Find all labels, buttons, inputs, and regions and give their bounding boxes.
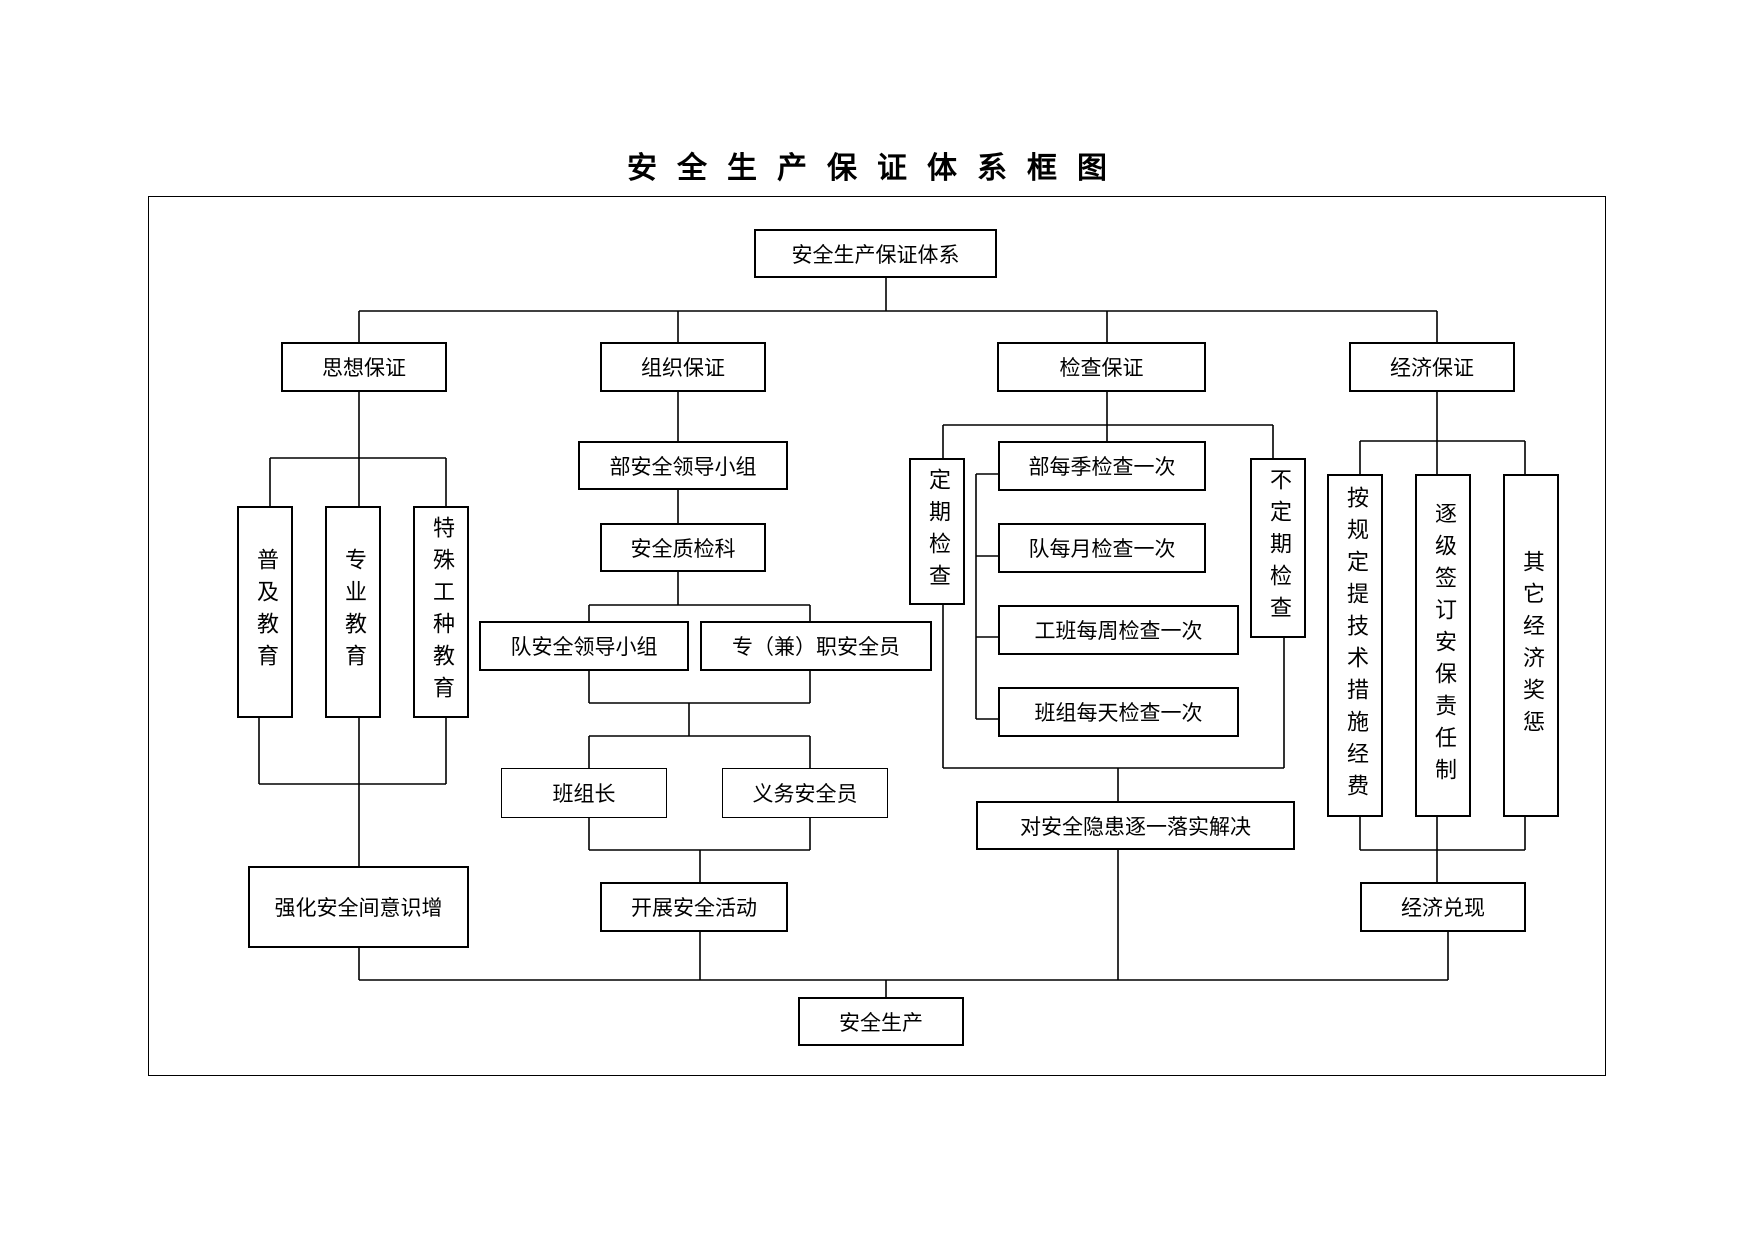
professional-education-box: 专业教育 bbox=[325, 506, 381, 718]
economic-cashing-box: 经济兑现 bbox=[1360, 882, 1526, 932]
periodic-inspection-box: 定期检查 bbox=[909, 458, 965, 605]
page-title: 安全生产保证体系框图 bbox=[627, 151, 1127, 186]
root-box: 安全生产保证体系 bbox=[754, 229, 997, 278]
irregular-inspection-box: 不定期检查 bbox=[1250, 458, 1306, 638]
thought-guarantee-box: 思想保证 bbox=[281, 342, 447, 392]
safety-activity-box: 开展安全活动 bbox=[600, 882, 788, 932]
weekly-inspection-box: 工班每周检查一次 bbox=[998, 605, 1239, 655]
dept-safety-leader-group-box: 部安全领导小组 bbox=[578, 441, 788, 490]
general-education-box: 普及教育 bbox=[237, 506, 293, 718]
safe-production-box: 安全生产 bbox=[798, 997, 964, 1046]
diagram-frame bbox=[148, 196, 1606, 1076]
group-leader-box: 班组长 bbox=[501, 768, 667, 818]
quarterly-inspection-box: 部每季检查一次 bbox=[998, 441, 1206, 491]
economic-guarantee-box: 经济保证 bbox=[1349, 342, 1515, 392]
organization-guarantee-box: 组织保证 bbox=[600, 342, 766, 392]
safety-quality-dept-box: 安全质检科 bbox=[600, 523, 766, 572]
strengthen-awareness-box: 强化安全间意识增 bbox=[248, 866, 469, 948]
volunteer-safety-officer-box: 义务安全员 bbox=[722, 768, 888, 818]
team-safety-leader-group-box: 队安全领导小组 bbox=[479, 621, 689, 671]
responsibility-system-box: 逐级签订安保责任制 bbox=[1415, 474, 1471, 817]
other-rewards-box: 其它经济奖惩 bbox=[1503, 474, 1559, 817]
daily-inspection-box: 班组每天检查一次 bbox=[998, 687, 1239, 737]
inspection-guarantee-box: 检查保证 bbox=[997, 342, 1206, 392]
technical-funds-box: 按规定提技术措施经费 bbox=[1327, 474, 1383, 817]
safety-officer-box: 专（兼）职安全员 bbox=[700, 621, 932, 671]
resolve-hazards-box: 对安全隐患逐一落实解决 bbox=[976, 801, 1295, 850]
monthly-inspection-box: 队每月检查一次 bbox=[998, 523, 1206, 573]
special-trade-education-box: 特殊工种教育 bbox=[413, 506, 469, 718]
